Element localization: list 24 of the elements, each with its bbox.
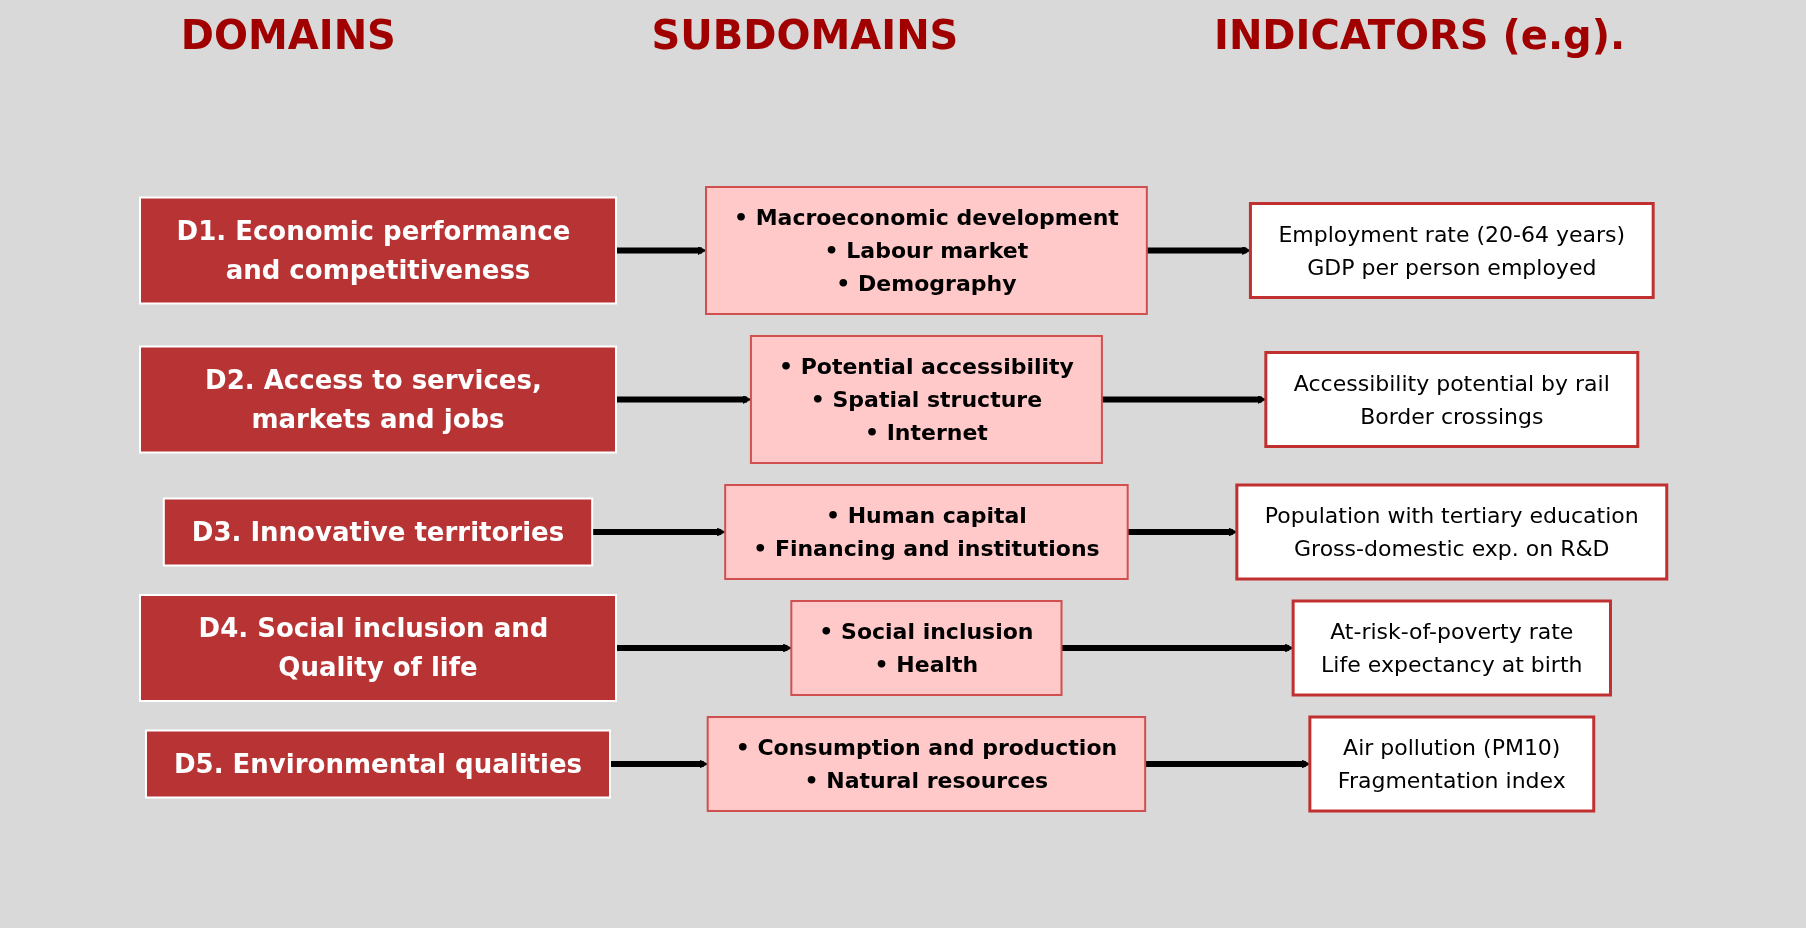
node-box: • Macroeconomic development • Labour market • Demography [704, 186, 1148, 315]
arrow [1101, 395, 1266, 404]
node-box: Population with tertiary education Gross-domestic exp. on R&D [1234, 483, 1668, 581]
node-box: At-risk-of-poverty rate Life expectancy at birth [1291, 599, 1612, 697]
node-box: Air pollution (PM10) Fragmentation index [1308, 715, 1595, 813]
arrow [1144, 759, 1310, 769]
node-box: Employment rate (20-64 years) GDP per person employed [1248, 202, 1655, 299]
arrow [1127, 527, 1237, 537]
node-box: D1. Economic performance and competitiveness [138, 196, 617, 305]
column-heading: SUBDOMAINS [651, 12, 959, 58]
node-box: D3. Innovative territories [162, 497, 593, 567]
node-box: D5. Environmental qualities [144, 729, 611, 799]
node-box: • Potential accessibility • Spatial structure • Internet [749, 335, 1103, 464]
node-box: D2. Access to services, markets and jobs [138, 345, 617, 454]
node-box: • Human capital • Financing and institutions [723, 484, 1129, 580]
node-box: D4. Social inclusion and Quality of life [138, 594, 617, 702]
node-box: • Social inclusion • Health [789, 600, 1063, 696]
node-box: Accessibility potential by rail Border crossings [1263, 351, 1639, 448]
node-box: • Consumption and production • Natural resources [706, 716, 1146, 812]
arrow [1146, 246, 1251, 255]
column-heading: DOMAINS [180, 12, 396, 58]
column-heading: INDICATORS (e.g). [1214, 12, 1626, 58]
arrow [609, 759, 708, 769]
arrow [615, 395, 751, 404]
